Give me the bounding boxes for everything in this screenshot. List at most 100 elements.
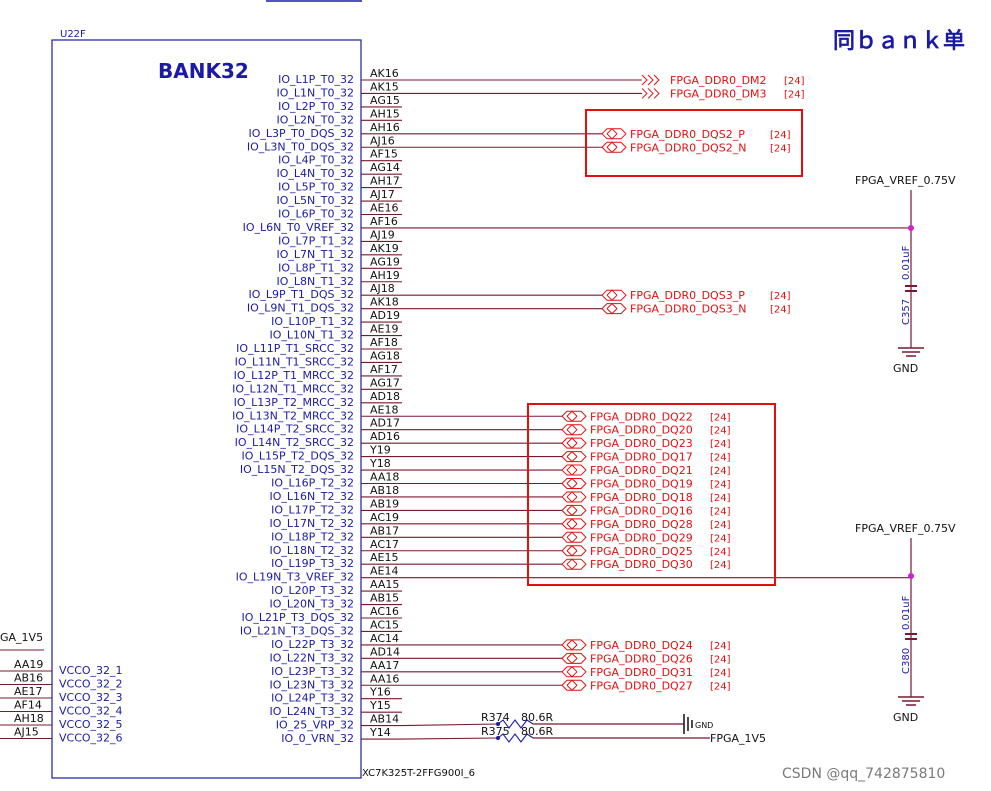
- pin-name-label: IO_L21P_T3_DQS_32: [242, 611, 355, 624]
- net-ref-label: [24]: [710, 533, 731, 544]
- pin-code-label: AC16: [370, 605, 399, 618]
- pin-name-label: IO_L4P_T0_32: [278, 154, 354, 167]
- net-name-label: FPGA_DDR0_DQ16: [590, 504, 693, 517]
- pin-name-label: IO_L14N_T2_SRCC_32: [235, 436, 354, 449]
- bidir-flag-icon: [561, 652, 587, 664]
- bidir-flag-icon: [606, 308, 618, 315]
- net-ref-label: [24]: [710, 681, 731, 692]
- net-ref-label: [24]: [710, 506, 731, 517]
- part-ref-label: U22F: [60, 29, 86, 40]
- pin-name-label: IO_L23P_T3_32: [271, 665, 354, 678]
- bidir-flag-icon: [566, 536, 578, 544]
- pin-code-label: AF18: [370, 336, 398, 349]
- pin-name-label: IO_L13N_T2_MRCC_32: [232, 409, 354, 422]
- pin-code-label: Y16: [369, 686, 391, 699]
- pin-name-label: IO_L12N_T1_MRCC_32: [232, 382, 354, 395]
- pin-name-label: IO_L6N_T0_VREF_32: [243, 221, 354, 234]
- bidir-flag-icon: [566, 550, 578, 557]
- pin-code-label: AC17: [370, 538, 399, 551]
- bidir-flag-icon: [566, 657, 578, 665]
- pin-name-label: IO_0_VRN_32: [281, 732, 354, 745]
- bidir-flag-icon: [601, 128, 627, 140]
- pin-code-label: Y15: [369, 699, 391, 712]
- pin-name-label: IO_L22P_T3_32: [271, 638, 354, 651]
- net-name-label: FPGA_DDR0_DM2: [670, 74, 767, 87]
- pin-name-label: IO_L10P_T1_32: [271, 315, 354, 328]
- bidir-flag-icon: [566, 442, 578, 449]
- vref-junction: [908, 573, 914, 579]
- bidir-flag-icon: [566, 496, 578, 503]
- pin-name-label: IO_L11P_T1_SRCC_32: [236, 342, 354, 355]
- pin-code-label: AB18: [370, 484, 399, 497]
- highlight-box-dq-group: [527, 403, 776, 586]
- pin-name-label: IO_L11N_T1_SRCC_32: [235, 355, 354, 368]
- pin-code-label: AB17: [370, 524, 399, 537]
- net-ref-label: [24]: [710, 453, 731, 464]
- bidir-flag-icon: [561, 504, 587, 516]
- net-name-label: FPGA_DDR0_DQ22: [590, 410, 693, 423]
- pin-code-label: AE18: [370, 403, 398, 416]
- vref-net-label: FPGA_VREF_0.75V: [855, 174, 956, 187]
- bidir-flag-icon: [566, 639, 578, 646]
- pin-code-label: AD16: [370, 430, 400, 443]
- pin-name-label: IO_L5P_T0_32: [278, 181, 354, 194]
- pin-code-label: AF15: [370, 148, 398, 161]
- pin-code-label: AJ18: [370, 282, 395, 295]
- bidir-flag-icon: [566, 684, 578, 691]
- resistor-pin-wire: [401, 737, 499, 740]
- pin-code-label: AC19: [370, 511, 399, 524]
- bidir-flag-icon: [561, 531, 587, 543]
- vcco-pin-name: VCCO_32_3: [59, 691, 123, 704]
- pin-code-label: AE15: [370, 551, 398, 564]
- csdn-watermark: CSDN @qq_742875810: [782, 766, 945, 782]
- pin-code-label: AD14: [370, 645, 400, 658]
- bidir-flag-icon: [606, 294, 618, 301]
- net-name-label: FPGA_DDR0_DQ31: [590, 666, 693, 679]
- pin-code-label: AB15: [370, 592, 399, 605]
- pin-code-label: AA17: [370, 659, 399, 672]
- bidir-flag-icon: [606, 128, 618, 135]
- bidir-flag-icon: [566, 644, 578, 651]
- bidir-flag-icon: [601, 303, 627, 315]
- pin-name-label: IO_L20P_T3_32: [271, 584, 354, 597]
- resistor-zigzag: [497, 719, 534, 729]
- pin-code-label: Y18: [369, 457, 391, 470]
- pin-name-label: IO_L13P_T2_MRCC_32: [234, 396, 354, 409]
- pin-name-label: IO_L8N_T1_32: [277, 275, 354, 288]
- pin-name-label: IO_L3P_T0_DQS_32: [249, 127, 355, 140]
- pin-code-label: AD19: [370, 309, 400, 322]
- bidir-flag-icon: [561, 545, 587, 557]
- resistor-value-label: 80.6R: [521, 725, 553, 738]
- vcco-pin-name: VCCO_32_6: [59, 732, 123, 745]
- pin-name-label: IO_25_VRP_32: [276, 719, 354, 732]
- pin-name-label: IO_L9P_T1_DQS_32: [249, 288, 355, 301]
- pin-name-label: IO_L19P_T3_32: [271, 557, 354, 570]
- pin-name-label: IO_L12P_T1_MRCC_32: [234, 369, 354, 382]
- net-name-label: FPGA_DDR0_DQ18: [590, 491, 693, 504]
- pin-name-label: IO_L24N_T3_32: [270, 705, 354, 718]
- pin-name-label: IO_L6P_T0_32: [278, 208, 354, 221]
- pin-name-label: IO_L14P_T2_SRCC_32: [236, 423, 354, 436]
- net-name-label: FPGA_DDR0_DQ29: [590, 531, 693, 544]
- pin-name-label: IO_L19N_T3_VREF_32: [236, 571, 354, 584]
- net-ref-label: [24]: [710, 439, 731, 450]
- bidir-flag-icon: [606, 141, 618, 148]
- fpga-bank-body: [51, 39, 362, 779]
- pin-code-label: AE16: [370, 202, 398, 215]
- bidir-flag-icon: [561, 437, 587, 449]
- net-ref-label: [24]: [710, 480, 731, 491]
- net-name-label: FPGA_DDR0_DQ19: [590, 478, 693, 491]
- pin-name-label: IO_L4N_T0_32: [277, 167, 354, 180]
- pin-name-label: IO_L2P_T0_32: [278, 100, 354, 113]
- pin-code-label: AJ17: [370, 188, 395, 201]
- bidir-flag-icon: [566, 531, 578, 538]
- vcco-pin-code: AA19: [14, 658, 43, 671]
- bidir-flag-icon: [561, 491, 587, 503]
- bidir-flag-icon: [561, 424, 587, 436]
- net-ref-label: [24]: [784, 76, 805, 87]
- cap-ref-label: C357: [901, 299, 912, 325]
- pin-code-label: Y14: [369, 726, 391, 739]
- vcco-pin-name: VCCO_32_1: [59, 664, 123, 677]
- pin-name-label: IO_L10N_T1_32: [270, 329, 354, 342]
